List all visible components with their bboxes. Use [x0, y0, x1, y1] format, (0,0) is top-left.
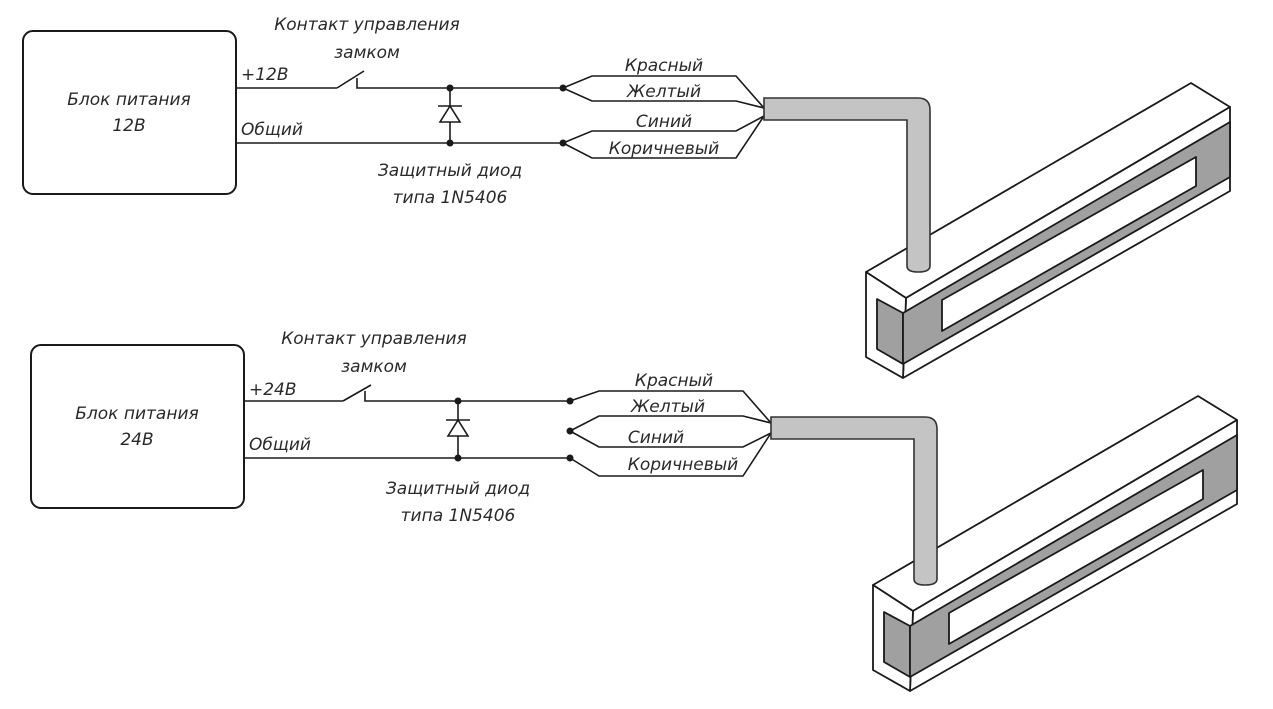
- power-supply-12v: [22, 30, 237, 195]
- wire-blue: [569, 430, 772, 448]
- wire-label-brown: Коричневый: [628, 455, 738, 475]
- electromagnetic-lock-24v: [770, 395, 1238, 692]
- switch-label-line1: Контакт управления: [281, 329, 467, 349]
- common-rail-label: Общий: [249, 435, 311, 455]
- wire-blue: [562, 115, 765, 144]
- positive-rail-label: +24В: [249, 380, 297, 400]
- wire-label-yellow: Желтый: [626, 82, 701, 102]
- lock-wire-fan: [559, 75, 765, 159]
- protective-diode: [438, 84, 462, 147]
- wire-red: [569, 390, 772, 424]
- diode-label-line2: типа 1N5406: [401, 506, 516, 526]
- protective-diode: [446, 397, 470, 462]
- diode-label-line1: Защитный диод: [378, 161, 522, 181]
- switch-label-line2: замком: [341, 357, 407, 377]
- wire-label-red: Красный: [625, 56, 703, 76]
- common-rail-label: Общий: [241, 120, 303, 140]
- lock-cable: [770, 416, 938, 586]
- diode-label-line1: Защитный диод: [386, 479, 530, 499]
- positive-wire-b: [364, 391, 570, 402]
- lock-wire-fan: [566, 390, 772, 477]
- switch-blade: [342, 384, 372, 402]
- circuit-12v: Блок питания 12В +12В Общий Контакт упра…: [22, 15, 1231, 379]
- wire-label-blue: Синий: [636, 112, 692, 132]
- power-supply-label-line2: 24В: [120, 430, 153, 450]
- wire-label-blue: Синий: [628, 428, 684, 448]
- power-supply-24v: [30, 344, 245, 509]
- wire-yellow: [562, 87, 765, 109]
- positive-wire-b: [356, 78, 563, 89]
- diode-label-line2: типа 1N5406: [393, 188, 508, 208]
- wire-label-brown: Коричневый: [609, 139, 719, 159]
- wire-brown: [562, 115, 765, 159]
- wire-brown: [569, 432, 772, 477]
- power-supply-label-line1: Блок питания: [75, 404, 198, 424]
- positive-rail-label: +12В: [241, 65, 289, 85]
- switch-blade: [336, 70, 365, 89]
- lock-cable: [763, 97, 931, 273]
- wire-label-yellow: Желтый: [630, 397, 705, 417]
- circuit-24v: Блок питания 24В +24В Общий Контакт упра…: [30, 329, 1238, 692]
- wire-yellow: [569, 415, 772, 432]
- switch-label-line2: замком: [334, 43, 400, 63]
- wire-red: [562, 75, 765, 109]
- power-supply-label-line2: 12В: [112, 116, 145, 136]
- power-supply-label-line1: Блок питания: [67, 90, 190, 110]
- wire-label-red: Красный: [635, 371, 713, 391]
- electromagnetic-lock-12v: [763, 82, 1231, 379]
- switch-label-line1: Контакт управления: [274, 15, 460, 35]
